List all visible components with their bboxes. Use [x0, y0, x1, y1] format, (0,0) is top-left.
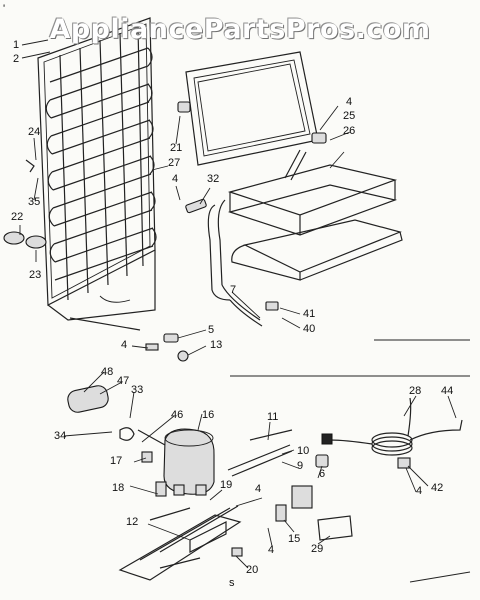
callout-29: 29: [311, 543, 324, 555]
callout-33: 33: [131, 384, 144, 396]
callout-34: 34: [54, 430, 67, 442]
door-gasket-frame: [185, 51, 319, 166]
callout-25: 25: [343, 110, 356, 122]
callout-15: 15: [288, 533, 301, 545]
callout-10: 10: [297, 445, 310, 457]
wiring-harness: [227, 397, 463, 557]
callout-27: 27: [168, 157, 181, 169]
compressor-assembly: [67, 385, 215, 497]
callout-40: 40: [303, 323, 316, 335]
callout-4-e: 4: [255, 483, 262, 495]
stray-mark: ': [3, 3, 6, 15]
callout-44: 44: [441, 385, 454, 397]
callout-4-a: 4: [172, 173, 179, 185]
callout-5: 5: [208, 324, 215, 336]
footer-mark: s: [229, 577, 235, 589]
callout-4-f: 4: [268, 544, 275, 556]
callout-21: 21: [170, 142, 183, 154]
callout-1: 1: [13, 39, 20, 51]
evaporator-coil: [37, 17, 157, 331]
callout-16: 16: [202, 409, 215, 421]
callout-4-d: 4: [416, 485, 423, 497]
callout-6: 6: [319, 468, 326, 480]
callout-2: 2: [13, 53, 20, 65]
callout-22: 22: [11, 211, 24, 223]
callout-7: 7: [230, 284, 237, 296]
callout-48: 48: [101, 366, 114, 378]
callout-46: 46: [171, 409, 184, 421]
callout-32: 32: [207, 173, 220, 185]
callout-28: 28: [409, 385, 422, 397]
callout-4-c: 4: [121, 339, 128, 351]
callout-18: 18: [112, 482, 125, 494]
callout-41: 41: [303, 308, 316, 320]
callout-26: 26: [343, 125, 356, 137]
callout-42: 42: [431, 482, 444, 494]
callout-47: 47: [117, 375, 130, 387]
callout-23: 23: [29, 269, 42, 281]
callout-20: 20: [246, 564, 259, 576]
callout-17: 17: [110, 455, 123, 467]
freezer-shelf: [207, 149, 403, 327]
compressor-base-frame: [118, 505, 242, 581]
callout-11: 11: [267, 411, 279, 423]
watermark-text: AppliancePartsPros.com: [49, 14, 431, 45]
callout-19: 19: [220, 479, 233, 491]
small-hardware-upper: [3, 101, 327, 362]
callout-24: 24: [28, 126, 41, 138]
callout-12: 12: [126, 516, 139, 528]
callout-13: 13: [210, 339, 223, 351]
callout-4-b: 4: [346, 96, 353, 108]
callout-9: 9: [297, 460, 304, 472]
callout-35: 35: [28, 196, 41, 208]
leader-lines: [19, 39, 457, 569]
